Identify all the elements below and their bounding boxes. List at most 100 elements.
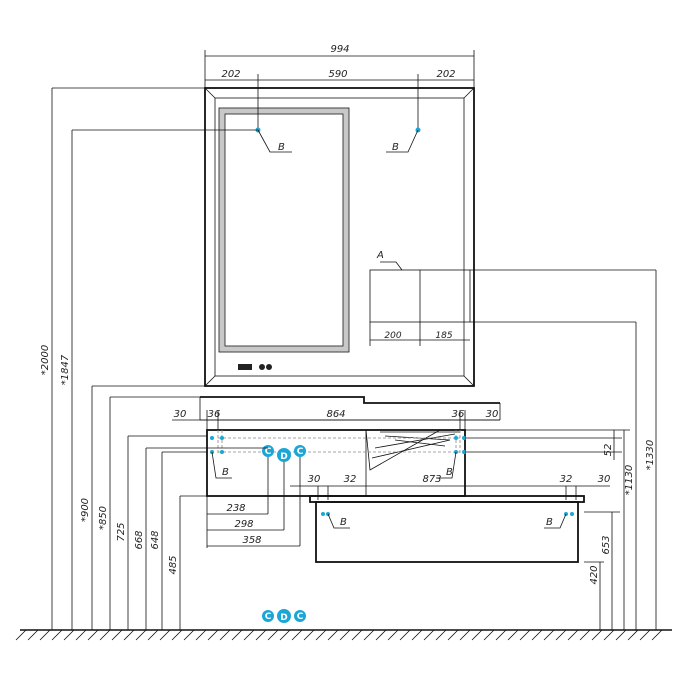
- floor-hatch-line: [483, 629, 495, 641]
- dim-offsets: 238 298 358: [206, 451, 301, 548]
- floor-hatch-line: [183, 629, 195, 641]
- floor-hatch-line: [63, 629, 75, 641]
- dim-label: *1330: [645, 440, 656, 470]
- mirror-b-markers: B B: [255, 127, 421, 153]
- label-b: B: [446, 467, 453, 478]
- floor-hatch-line: [387, 629, 399, 641]
- floor-hatch-line: [75, 629, 87, 641]
- dim-label: 668: [134, 530, 145, 549]
- floor-hatch-line: [435, 629, 447, 641]
- floor-hatch-line: [615, 629, 627, 641]
- floor-hatch-line: [543, 629, 555, 641]
- dim-label: 590: [328, 69, 347, 80]
- floor-hatch-line: [351, 629, 363, 641]
- dim-label: 994: [330, 44, 349, 55]
- floor-hatch-line: [171, 629, 183, 641]
- dim-label: *1847: [60, 354, 71, 385]
- dim-label: 200: [384, 331, 401, 341]
- dim-label: *1130: [624, 465, 635, 495]
- label-b: B: [278, 142, 285, 153]
- dims-right: *1330 *1130: [465, 270, 657, 630]
- dim-label: 202: [221, 69, 240, 80]
- floor-hatch-line: [111, 629, 123, 641]
- floor-hatch-line: [459, 629, 471, 641]
- cdc-markers-floor: C D C: [262, 609, 306, 623]
- cdc-markers-upper: C D C: [262, 445, 306, 462]
- floor-hatch-line: [555, 629, 567, 641]
- floor-hatch-line: [447, 629, 459, 641]
- dim-label: 52: [603, 444, 614, 457]
- floor-hatch-line: [471, 629, 483, 641]
- dim-label: 298: [234, 519, 253, 530]
- floor-hatch-line: [39, 629, 51, 641]
- label-b: B: [340, 517, 347, 528]
- floor-hatch-line: [51, 629, 63, 641]
- floor-hatch-line: [123, 629, 135, 641]
- dim-label: 238: [226, 503, 245, 514]
- dim-label: 30: [174, 409, 187, 420]
- floor-hatch-line: [15, 629, 27, 641]
- floor-hatch-line: [627, 629, 639, 641]
- dim-label: 202: [436, 69, 455, 80]
- floor-hatch-line: [639, 629, 651, 641]
- dim-label: 32: [560, 474, 573, 485]
- dim-label: *900: [80, 498, 91, 522]
- dim-202-590-202: 202 590 202: [205, 69, 474, 130]
- label-c: C: [265, 447, 272, 457]
- label-c: C: [297, 447, 304, 457]
- label-a: A: [376, 250, 384, 261]
- label-b: B: [222, 467, 229, 478]
- floor: [15, 629, 672, 641]
- dim-label: 30: [486, 409, 499, 420]
- floor-hatch-line: [315, 629, 327, 641]
- dim-lower-right: 653 420: [584, 511, 620, 630]
- floor-hatch-line: [267, 629, 279, 641]
- floor-hatch-line: [567, 629, 579, 641]
- floor-hatch-line: [87, 629, 99, 641]
- floor-hatch-line: [411, 629, 423, 641]
- mirror-cabinet: [204, 87, 475, 387]
- floor-hatch-line: [591, 629, 603, 641]
- dim-label: 725: [116, 522, 127, 541]
- dim-label: 358: [242, 535, 261, 546]
- dim-label: 873: [422, 474, 441, 485]
- dim-label: 485: [168, 555, 179, 574]
- floor-hatch-line: [255, 629, 267, 641]
- floor-hatch-line: [531, 629, 543, 641]
- floor-hatch-line: [339, 629, 351, 641]
- dim-label: 30: [598, 474, 611, 485]
- floor-hatch-line: [303, 629, 315, 641]
- label-d: D: [280, 452, 287, 462]
- floor-hatch-line: [99, 629, 111, 641]
- floor-hatch-line: [495, 629, 507, 641]
- floor-hatch-line: [291, 629, 303, 641]
- floor-hatch-line: [27, 629, 39, 641]
- dim-label: 420: [589, 565, 600, 584]
- floor-hatch-line: [219, 629, 231, 641]
- cabinet-a: A 200 185: [369, 250, 656, 346]
- floor-hatch-line: [243, 629, 255, 641]
- floor-hatch-line: [231, 629, 243, 641]
- floor-hatch-line: [423, 629, 435, 641]
- floor-hatch-line: [327, 629, 339, 641]
- floor-hatch-line: [579, 629, 591, 641]
- floor-hatch-line: [603, 629, 615, 641]
- lower-vanity: B B 30 32 873 32 30: [290, 474, 611, 563]
- floor-hatch-line: [519, 629, 531, 641]
- floor-hatch-line: [399, 629, 411, 641]
- dim-label: 653: [601, 535, 612, 554]
- label-d: D: [280, 613, 287, 623]
- label-b: B: [392, 142, 399, 153]
- label-c: C: [297, 612, 304, 622]
- sensor-icon: [259, 364, 265, 370]
- dim-label: 36: [452, 409, 465, 420]
- label-c: C: [265, 612, 272, 622]
- floor-hatch-line: [195, 629, 207, 641]
- dim-994: 994: [204, 44, 475, 88]
- dim-upper-width: 30 36 864 36 30: [172, 409, 500, 430]
- dim-label: *850: [98, 506, 109, 530]
- label-b: B: [546, 517, 553, 528]
- dim-label: 30: [308, 474, 321, 485]
- floor-hatch-line: [159, 629, 171, 641]
